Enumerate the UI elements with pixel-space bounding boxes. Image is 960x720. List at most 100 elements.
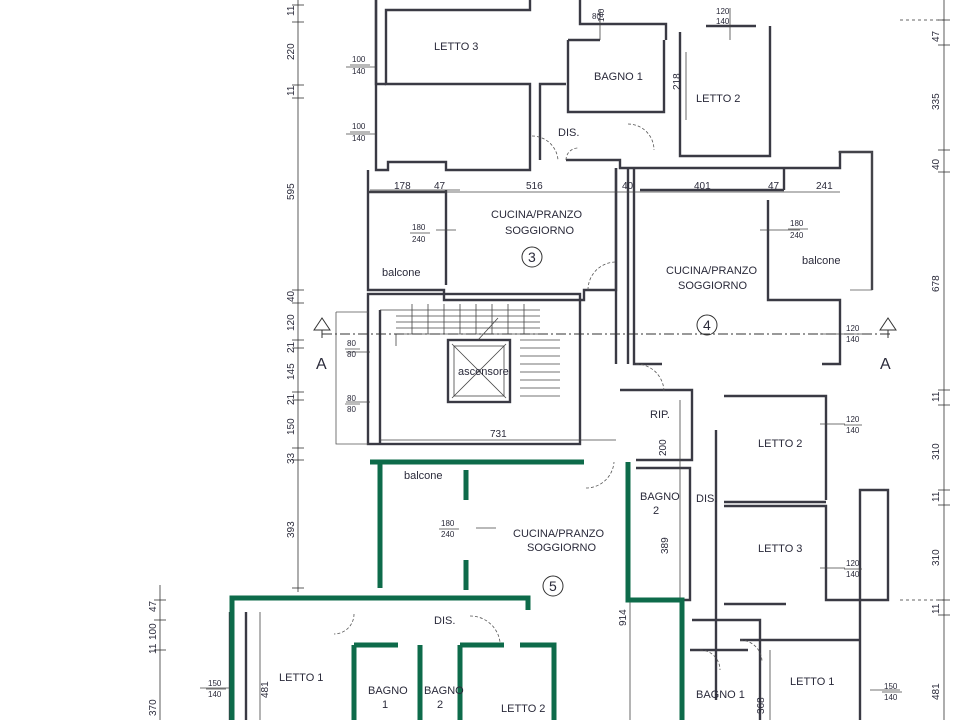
interior-lines [200, 8, 900, 720]
window-label: 150 [884, 682, 898, 691]
window-label: 150 [208, 679, 222, 688]
dimension-label: 368 [756, 697, 767, 714]
window-label: 240 [412, 235, 426, 244]
room-label: LETTO 2 [501, 703, 545, 715]
dimension-label: 310 [931, 443, 942, 460]
window-label: 80 [347, 339, 356, 348]
room-label: balcone [802, 255, 841, 267]
room-label: ascensore [458, 366, 509, 378]
window-label: 120 [716, 7, 730, 16]
room-label: DIS. [558, 127, 579, 139]
window-label: 180 [441, 519, 455, 528]
dimension-label: 389 [660, 537, 671, 554]
window-label: 140 [716, 17, 730, 26]
window-label: 240 [790, 231, 804, 240]
dimension-label: 481 [931, 683, 942, 700]
dimension-label: 731 [490, 429, 507, 440]
dimension-label: 11 [931, 391, 942, 402]
unit-5-highlight [229, 459, 685, 720]
window-label: 140 [597, 8, 606, 22]
room-label: 2 [653, 505, 659, 517]
room-label: balcone [404, 470, 443, 482]
dimension-label: 220 [286, 43, 297, 60]
dimension-label: 200 [658, 439, 669, 456]
room-label: 2 [437, 699, 443, 711]
dimension-label: 145 [286, 363, 297, 380]
section-mark-left: A [316, 356, 327, 373]
section-line-a [313, 317, 897, 338]
dimension-label: 21 [286, 341, 297, 353]
interior-dimensions: 178 47 516 40 401 47 241 218 731 200 389… [260, 73, 833, 714]
window-label: 180 [412, 223, 426, 232]
window-label: 180 [790, 219, 804, 228]
dimension-label: 120 [286, 314, 297, 331]
room-label: SOGGIORNO [527, 542, 597, 554]
window-label: 140 [208, 690, 222, 699]
window-label: 120 [846, 559, 860, 568]
unit-number: 5 [549, 578, 557, 594]
dimension-label: 21 [286, 393, 297, 405]
dimension-label: 11 [148, 643, 159, 654]
left-dimension-chain [154, 0, 304, 720]
unit-number: 3 [528, 249, 536, 265]
unit-number: 4 [703, 317, 711, 333]
right-dimension-labels: 47 335 40 678 11 310 11 310 11 481 [931, 30, 942, 700]
dimension-label: 47 [434, 181, 446, 192]
window-label: 100 [352, 55, 366, 64]
room-label: LETTO 3 [434, 41, 478, 53]
right-dimension-chain [900, 0, 950, 720]
dimension-label: 150 [286, 418, 297, 435]
dimension-label: 481 [260, 681, 271, 698]
dimension-label: 100 [148, 623, 159, 640]
room-label: balcone [382, 267, 421, 279]
room-label: BAGNO 1 [696, 689, 745, 701]
window-label: 140 [884, 693, 898, 702]
dimension-label: 393 [286, 521, 297, 538]
dimension-label: 218 [672, 73, 683, 90]
dimension-label: 401 [694, 181, 711, 192]
dimension-label: 241 [816, 181, 833, 192]
window-label: 140 [846, 335, 860, 344]
unit-circle [521, 246, 543, 268]
window-label: 80 [347, 394, 356, 403]
building-walls [228, 0, 890, 720]
room-label: DIS. [434, 615, 455, 627]
dimension-label: 47 [768, 181, 780, 192]
room-label: CUCINA/PRANZO [666, 265, 758, 277]
window-label: 140 [352, 134, 366, 143]
window-label: 100 [352, 122, 366, 131]
dimension-label: 40 [622, 181, 634, 192]
room-label: LETTO 1 [790, 676, 834, 688]
window-labels: 80 140 120 140 100 140 100 140 180 240 1… [208, 7, 898, 702]
dimension-label: 33 [286, 452, 297, 464]
room-label: LETTO 2 [696, 93, 740, 105]
window-label: 140 [846, 570, 860, 579]
window-label: 80 [347, 350, 356, 359]
window-label: 140 [352, 67, 366, 76]
dimension-label: 40 [286, 290, 297, 302]
window-label: 140 [846, 426, 860, 435]
window-label: 120 [846, 324, 860, 333]
room-label: LETTO 1 [279, 672, 323, 684]
window-label: 240 [441, 530, 455, 539]
window-label: 120 [846, 415, 860, 424]
window-fraction-bars [206, 64, 902, 693]
unit-markers: 3 4 5 [521, 246, 718, 597]
room-label: SOGGIORNO [505, 225, 575, 237]
room-label: LETTO 3 [758, 543, 802, 555]
room-label: BAGNO [368, 685, 408, 697]
room-label: CUCINA/PRANZO [491, 209, 583, 221]
dimension-label: 40 [931, 158, 942, 170]
dimension-label: 178 [394, 181, 411, 192]
room-labels: LETTO 3 BAGNO 1 LETTO 2 DIS. CUCINA/PRAN… [279, 41, 841, 715]
dimension-label: 370 [148, 699, 159, 716]
dimension-label: 11 [286, 5, 297, 16]
window-label: 80 [347, 405, 356, 414]
room-label: RIP. [650, 409, 670, 421]
dimension-label: 11 [931, 491, 942, 502]
dimension-label: 47 [148, 600, 159, 612]
room-label: BAGNO [424, 685, 464, 697]
room-label: BAGNO 1 [594, 71, 643, 83]
dimension-label: 11 [286, 85, 297, 96]
